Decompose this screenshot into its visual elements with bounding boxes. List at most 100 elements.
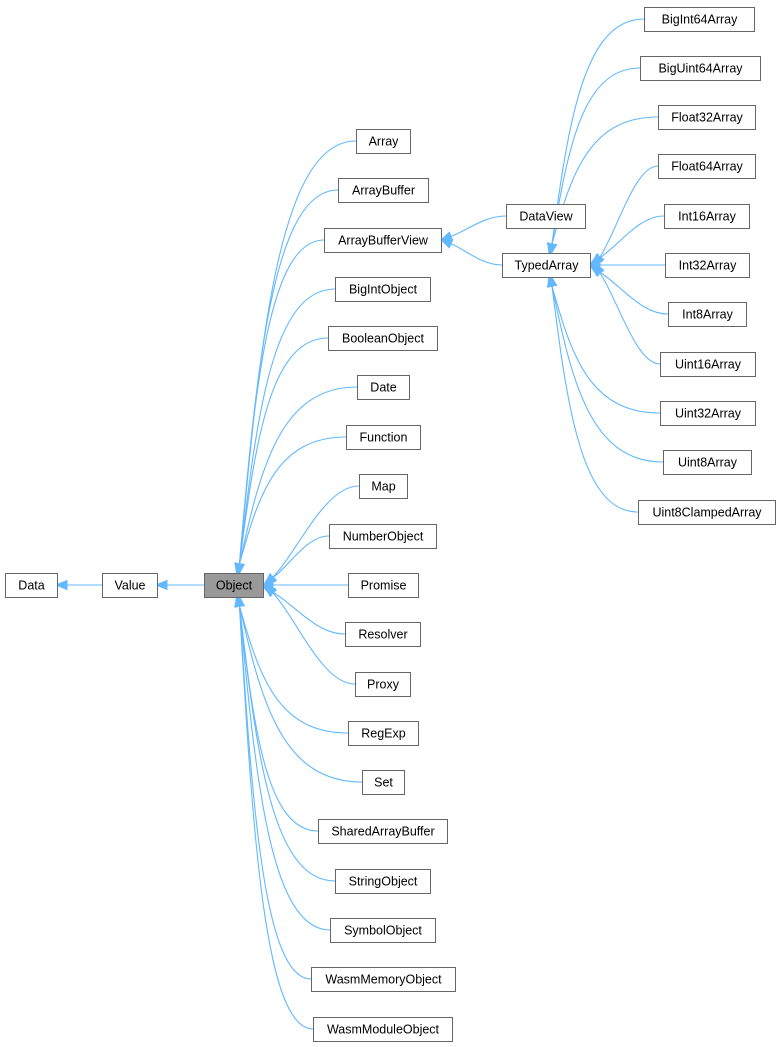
node-bigint64array[interactable]: BigInt64Array bbox=[644, 7, 755, 32]
node-float32array[interactable]: Float32Array bbox=[658, 105, 756, 130]
node-box[interactable] bbox=[335, 869, 431, 894]
node-promise[interactable]: Promise bbox=[348, 573, 419, 598]
node-uint16array[interactable]: Uint16Array bbox=[660, 352, 756, 377]
node-value[interactable]: Value bbox=[102, 573, 158, 598]
node-box[interactable] bbox=[102, 573, 158, 598]
node-int16array[interactable]: Int16Array bbox=[664, 204, 750, 229]
edge-line bbox=[238, 436, 347, 565]
node-label: Resolver bbox=[358, 628, 407, 642]
node-uint32array[interactable]: Uint32Array bbox=[660, 401, 756, 426]
edge-line bbox=[272, 592, 356, 685]
node-box[interactable] bbox=[665, 253, 750, 278]
node-biguint64array[interactable]: BigUint64Array bbox=[640, 56, 761, 81]
node-box[interactable] bbox=[638, 500, 776, 525]
node-numberobject[interactable]: NumberObject bbox=[329, 524, 437, 549]
node-box[interactable] bbox=[664, 204, 750, 229]
node-box[interactable] bbox=[658, 105, 756, 130]
node-label: Map bbox=[371, 480, 395, 494]
node-dataview[interactable]: DataView bbox=[506, 204, 586, 229]
node-data[interactable]: Data bbox=[5, 573, 58, 598]
node-box[interactable] bbox=[330, 918, 436, 943]
node-box[interactable] bbox=[660, 401, 756, 426]
node-box[interactable] bbox=[311, 967, 456, 992]
node-box[interactable] bbox=[335, 277, 431, 302]
node-float64array[interactable]: Float64Array bbox=[658, 154, 756, 179]
node-proxy[interactable]: Proxy bbox=[355, 672, 411, 697]
node-box[interactable] bbox=[506, 204, 586, 229]
node-box[interactable] bbox=[204, 573, 264, 598]
node-box[interactable] bbox=[668, 302, 747, 327]
node-date[interactable]: Date bbox=[357, 375, 410, 400]
node-label: Date bbox=[370, 381, 396, 395]
node-label: Proxy bbox=[367, 678, 400, 692]
node-box[interactable] bbox=[356, 129, 411, 154]
edge-line bbox=[238, 605, 349, 734]
node-arraybufferview[interactable]: ArrayBufferView bbox=[324, 228, 442, 253]
node-box[interactable] bbox=[663, 450, 752, 475]
node-sharedarraybuffer[interactable]: SharedArrayBuffer bbox=[318, 819, 448, 844]
node-label: ArrayBufferView bbox=[338, 234, 429, 248]
node-box[interactable] bbox=[502, 253, 591, 278]
node-box[interactable] bbox=[345, 622, 421, 647]
node-symbolobject[interactable]: SymbolObject bbox=[330, 918, 436, 943]
node-map[interactable]: Map bbox=[359, 474, 408, 499]
node-uint8array[interactable]: Uint8Array bbox=[663, 450, 752, 475]
node-box[interactable] bbox=[658, 154, 756, 179]
node-box[interactable] bbox=[644, 7, 755, 32]
node-typedarray[interactable]: TypedArray bbox=[502, 253, 591, 278]
node-bigintobject[interactable]: BigIntObject bbox=[335, 277, 431, 302]
node-label: DataView bbox=[519, 210, 573, 224]
node-function[interactable]: Function bbox=[346, 425, 421, 450]
node-box[interactable] bbox=[357, 375, 410, 400]
node-arraybuffer[interactable]: ArrayBuffer bbox=[338, 178, 429, 203]
node-label: Int8Array bbox=[682, 308, 733, 322]
node-box[interactable] bbox=[318, 819, 448, 844]
node-uint8clampedarray[interactable]: Uint8ClampedArray bbox=[638, 500, 776, 525]
node-box[interactable] bbox=[338, 178, 429, 203]
node-box[interactable] bbox=[324, 228, 442, 253]
edge-float32array-to-typedarray bbox=[547, 116, 659, 256]
node-box[interactable] bbox=[359, 474, 408, 499]
node-int32array[interactable]: Int32Array bbox=[665, 253, 750, 278]
node-box[interactable] bbox=[328, 326, 438, 351]
node-label: BigIntObject bbox=[349, 283, 418, 297]
edge-object-to-value bbox=[154, 579, 204, 591]
edge-sharedarraybuffer-to-object bbox=[234, 593, 319, 832]
node-box[interactable] bbox=[313, 1017, 453, 1042]
node-label: NumberObject bbox=[343, 530, 424, 544]
node-box[interactable] bbox=[362, 770, 405, 795]
node-box[interactable] bbox=[660, 352, 756, 377]
node-label: WasmMemoryObject bbox=[325, 973, 442, 987]
node-label: BooleanObject bbox=[342, 332, 425, 346]
node-label: SharedArrayBuffer bbox=[331, 825, 434, 839]
node-object[interactable]: Object bbox=[204, 573, 264, 598]
node-box[interactable] bbox=[355, 672, 411, 697]
node-array[interactable]: Array bbox=[356, 129, 411, 154]
edge-line bbox=[551, 285, 661, 414]
edge-proxy-to-object bbox=[264, 583, 356, 685]
node-box[interactable] bbox=[348, 573, 419, 598]
edge-arrowhead bbox=[234, 562, 245, 576]
node-int8array[interactable]: Int8Array bbox=[668, 302, 747, 327]
node-box[interactable] bbox=[346, 425, 421, 450]
node-booleanobject[interactable]: BooleanObject bbox=[328, 326, 438, 351]
node-box[interactable] bbox=[329, 524, 437, 549]
node-stringobject[interactable]: StringObject bbox=[335, 869, 431, 894]
node-box[interactable] bbox=[640, 56, 761, 81]
node-label: Int16Array bbox=[678, 210, 736, 224]
edge-resolver-to-object bbox=[262, 586, 346, 635]
edge-arrowhead bbox=[154, 579, 168, 591]
node-wasmmoduleobject[interactable]: WasmModuleObject bbox=[313, 1017, 453, 1042]
edge-line bbox=[272, 485, 360, 578]
node-set[interactable]: Set bbox=[362, 770, 405, 795]
edge-set-to-object bbox=[234, 593, 363, 783]
nodes-layer: Data Value Object ArrayArrayBufferArrayBuff… bbox=[5, 7, 776, 1042]
node-wasmmemoryobject[interactable]: WasmMemoryObject bbox=[311, 967, 456, 992]
node-resolver[interactable]: Resolver bbox=[345, 622, 421, 647]
node-regexp[interactable]: RegExp bbox=[348, 721, 419, 746]
node-box[interactable] bbox=[348, 721, 419, 746]
node-box[interactable] bbox=[5, 573, 58, 598]
edge-line bbox=[238, 386, 358, 565]
node-label: SymbolObject bbox=[344, 924, 422, 938]
edge-arrowhead bbox=[264, 583, 278, 597]
